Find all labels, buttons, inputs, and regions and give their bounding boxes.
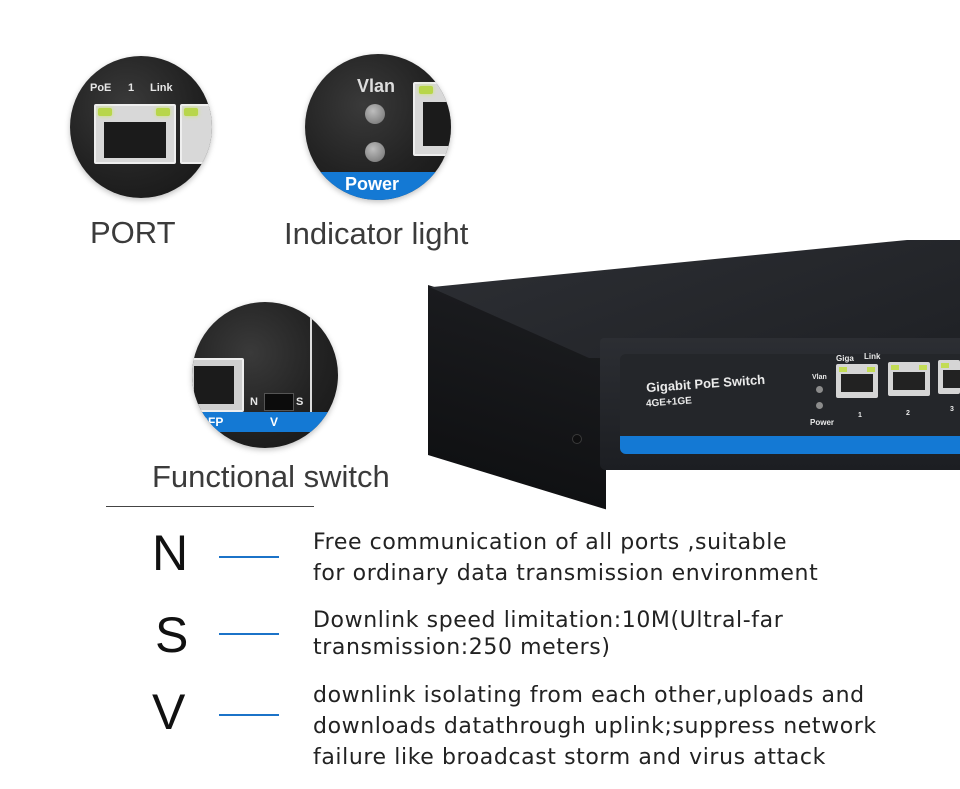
mode-n-dash <box>219 556 279 558</box>
giga-label: Giga <box>836 354 854 363</box>
device-vlan-led-icon <box>816 386 823 393</box>
rj45-socket <box>104 122 166 158</box>
link-label: Link <box>864 352 881 361</box>
sfp-label: SFP <box>200 415 224 429</box>
vlan-led-icon <box>365 104 385 124</box>
port-number-1: 1 <box>858 412 862 419</box>
device-power-label: Power <box>810 418 835 427</box>
rj45-port-icon <box>180 104 212 164</box>
poe-label: PoE <box>90 82 112 94</box>
sfp-port-icon <box>192 358 244 412</box>
port-number-3: 3 <box>950 406 954 413</box>
port-led-icon <box>941 363 949 368</box>
device-power-led-icon <box>816 402 823 409</box>
ground-screw-icon <box>572 434 582 444</box>
port-caption: PORT <box>90 215 176 250</box>
port-led-icon <box>891 365 899 370</box>
mode-s-letter: S <box>155 607 189 663</box>
rj45-port-icon <box>413 82 451 156</box>
port-zoom-inset: PoE 1 Link <box>70 56 212 198</box>
link-label: Link <box>150 82 173 94</box>
dip-switch-icon <box>264 393 294 411</box>
panel-divider <box>310 302 312 448</box>
poe-led-icon <box>98 108 112 116</box>
device-vlan-label: Vlan <box>812 374 827 381</box>
vlan-label: Vlan <box>357 76 396 96</box>
ethernet-port-1-icon <box>836 364 878 398</box>
port-socket <box>943 370 960 388</box>
indicator-caption: Indicator light <box>284 216 469 251</box>
mode-n-letter: N <box>152 525 189 581</box>
ethernet-port-3-icon <box>938 360 960 394</box>
rj45-socket <box>423 102 451 146</box>
port-led-icon <box>419 86 433 94</box>
port-socket <box>841 374 873 392</box>
power-strip <box>305 172 451 200</box>
description-line: Downlink speed limitation:10M(Ultral-far <box>313 608 784 633</box>
poe-led-icon <box>184 108 198 116</box>
switch-s-label: S <box>296 396 304 408</box>
description-line: downlink isolating from each other,uploa… <box>313 683 865 708</box>
port-number-2: 2 <box>906 410 910 417</box>
power-label: Power <box>345 174 400 194</box>
mode-v-dash <box>219 714 279 716</box>
port-led-icon <box>839 367 847 372</box>
indicator-zoom-inset: Vlan Power <box>305 54 451 200</box>
description-line: transmission:250 meters) <box>313 635 611 660</box>
port-led-icon <box>919 365 927 370</box>
port-number-label: 1 <box>128 82 135 94</box>
sfp-socket <box>194 366 234 404</box>
power-led-icon <box>365 142 385 162</box>
switch-caption: Functional switch <box>152 459 390 494</box>
switch-zoom-inset: N S SFP V <box>192 302 338 448</box>
port-socket <box>893 372 925 390</box>
mode-v-description: downlink isolating from each other,uploa… <box>313 680 953 773</box>
rj45-port-icon <box>94 104 176 164</box>
switch-n-label: N <box>250 396 258 408</box>
description-line: Free communication of all ports ,suitabl… <box>313 530 788 555</box>
mode-s-description: Downlink speed limitation:10M(Ultral-far… <box>313 607 953 661</box>
port-led-icon <box>867 367 875 372</box>
link-led-icon <box>156 108 170 116</box>
mode-v-letter: V <box>152 684 186 740</box>
v-label: V <box>270 415 279 429</box>
description-line: failure like broadcast storm and virus a… <box>313 745 826 770</box>
mode-s-dash <box>219 633 279 635</box>
caption-underline <box>106 506 314 507</box>
ethernet-port-2-icon <box>888 362 930 396</box>
description-line: for ordinary data transmission environme… <box>313 561 819 586</box>
mode-n-description: Free communication of all ports ,suitabl… <box>313 527 953 589</box>
mode-strip <box>192 412 338 432</box>
switch-front-strip <box>620 436 960 454</box>
description-line: downloads datathrough uplink;suppress ne… <box>313 714 877 739</box>
